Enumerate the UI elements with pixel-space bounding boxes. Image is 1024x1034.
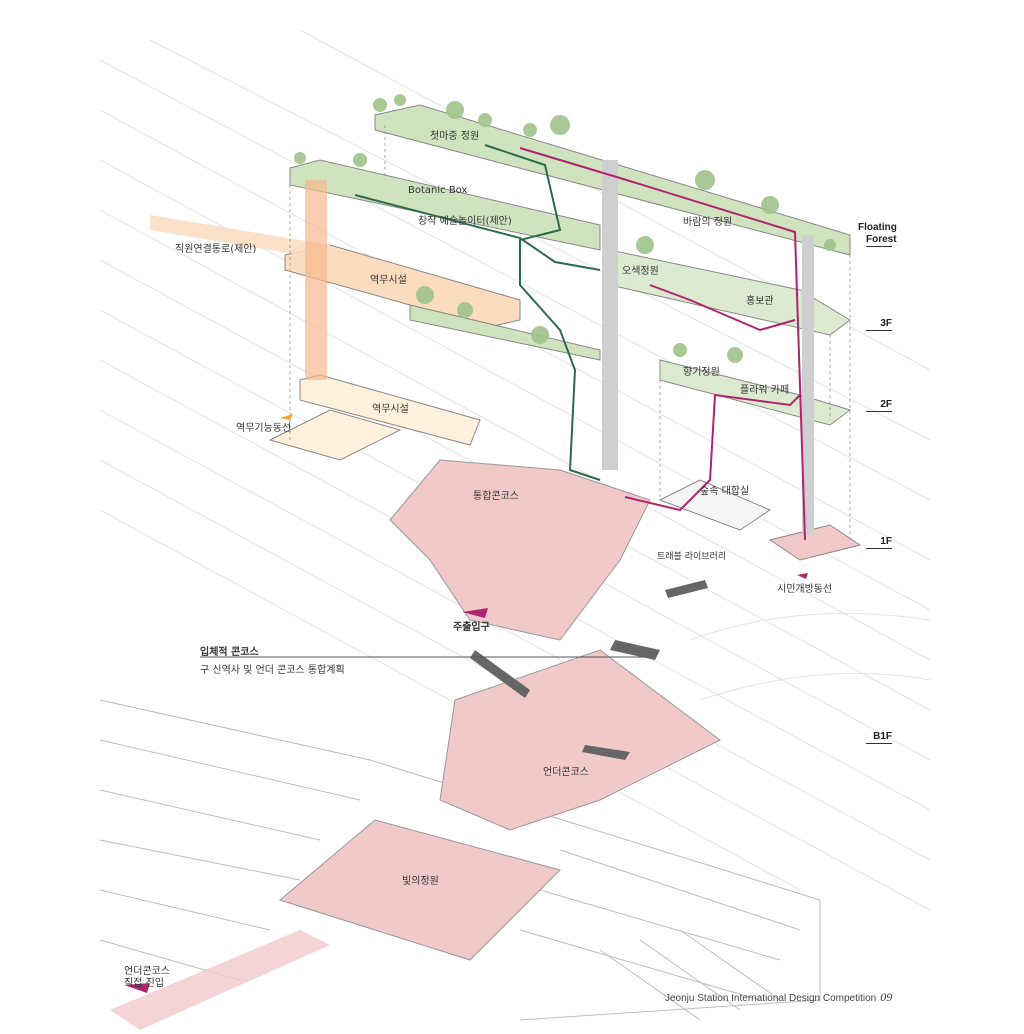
- label-volumetric-desc: 구 신역사 및 언더 콘코스 통합계획: [200, 665, 345, 676]
- light-garden-plaza: [278, 819, 561, 961]
- station-func-slab: [268, 409, 402, 461]
- trees: [294, 94, 836, 363]
- main-concourse-floor: [389, 459, 651, 641]
- vertical-cores: [305, 160, 814, 535]
- label-under-concourse: 언더콘코스: [543, 767, 589, 778]
- under-direct-marker: [124, 983, 150, 993]
- station-func-marker: [280, 414, 293, 420]
- label-staff-passage: 직원연결통로(제안): [175, 244, 257, 255]
- level-2f: 2F: [866, 399, 892, 412]
- floating-forest-left: [289, 159, 601, 251]
- label-flower-cafe: 플라워 카페: [740, 385, 790, 396]
- label-promo-hall: 홍보관: [746, 296, 774, 307]
- label-botanic-box: Botanic Box: [408, 185, 468, 196]
- underground-parking: [99, 699, 821, 1021]
- label-under-direct-2: 직접 진입: [124, 978, 164, 989]
- staff-passage: [150, 215, 330, 260]
- label-main-entrance: 주출입구: [453, 622, 490, 633]
- label-first-kiss-garden: 첫마중 정원: [430, 131, 480, 142]
- label-art-playground: 창작 예술놀이터(제안): [418, 216, 512, 227]
- label-station-facility-upper: 역무시설: [370, 275, 407, 286]
- label-travel-library: 트래블 라이브러리: [657, 552, 727, 562]
- citizen-route-marker: [797, 573, 808, 579]
- main-entrance-marker: [462, 608, 488, 618]
- forest-waiting-slab: [658, 479, 772, 531]
- label-volumetric-concourse: 입체적 콘코스: [200, 647, 259, 658]
- footer: Jeonju Station International Design Comp…: [665, 990, 892, 1005]
- label-scent-garden: 향기정원: [683, 367, 720, 378]
- label-integrated-concourse: 통합콘코스: [473, 491, 519, 502]
- label-forest-waiting: 숲속 대합실: [700, 486, 750, 497]
- footer-title: Jeonju Station International Design Comp…: [665, 993, 877, 1004]
- escalators: [470, 580, 708, 760]
- level-floating-2: Forest: [866, 234, 897, 247]
- level-floating-1: Floating: [858, 222, 897, 233]
- label-five-color-garden: 오색정원: [622, 266, 659, 277]
- label-station-facility-lower: 역무시설: [372, 404, 409, 415]
- green-route: [354, 144, 601, 481]
- label-station-func-route: 역무기능동선: [236, 423, 292, 434]
- page-number: 09: [880, 990, 893, 1004]
- label-light-garden: 빛의정원: [402, 876, 439, 887]
- magenta-route: [519, 147, 806, 541]
- level-b1f: B1F: [866, 731, 892, 744]
- level-1f: 1F: [866, 536, 892, 549]
- label-citizen-route: 시민개방동선: [777, 584, 833, 595]
- label-wind-garden: 바람의 정원: [683, 217, 733, 228]
- under-concourse-floor: [439, 649, 721, 831]
- projection-lines: [289, 125, 851, 540]
- label-under-direct-1: 언더콘코스: [124, 966, 170, 977]
- level-3f: 3F: [866, 318, 892, 331]
- under-direct-entry-ramp: [110, 930, 330, 1030]
